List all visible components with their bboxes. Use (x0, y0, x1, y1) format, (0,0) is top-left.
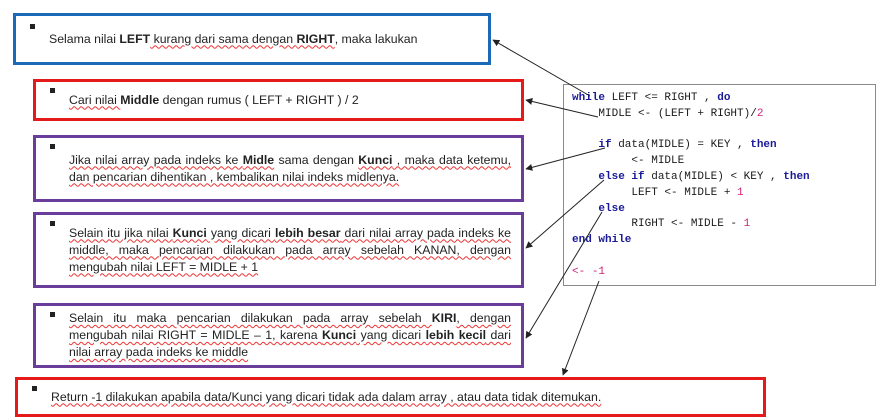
bullet-icon (30, 24, 35, 29)
step-box-middle: Cari nilai Middle dengan rumus ( LEFT + … (33, 79, 524, 121)
arrow-left (525, 211, 603, 339)
bullet-icon (50, 88, 55, 93)
code-line-5: else if data(MIDLE) < KEY , then (598, 170, 810, 183)
code-line-1: while LEFT <= RIGHT , do (572, 92, 731, 104)
code-line-9: end while (572, 234, 632, 247)
code-line-2: MIDLE <- (LEFT + RIGHT)/2 (572, 107, 764, 120)
arrow-right (525, 179, 605, 249)
step-text: Jika nilai array pada indeks ke Midle sa… (69, 152, 512, 184)
bullet-icon (50, 312, 55, 317)
code-line-8: RIGHT <- MIDLE - 1 (572, 218, 751, 231)
code-line-6: LEFT <- MIDLE + 1 (572, 186, 744, 199)
step-box-return: Return -1 dilakukan apabila data/Kunci y… (15, 377, 766, 417)
bullet-icon (32, 386, 37, 391)
step-box-found: Jika nilai array pada indeks ke Midle sa… (33, 135, 524, 202)
arrow-middle (525, 98, 599, 118)
step-box-while: Selama nilai LEFT kurang dari sama denga… (13, 13, 491, 65)
arrow-return (561, 280, 600, 376)
code-line-4: <- MIDLE (572, 155, 685, 168)
bullet-icon (50, 144, 55, 149)
code-line-10: <- -1 (572, 265, 606, 278)
step-box-left: Selain itu maka pencarian dilakukan pada… (33, 303, 524, 368)
step-box-right: Selain itu jika nilai Kunci yang dicari … (33, 212, 524, 288)
step-text: Selain itu maka pencarian dilakukan pada… (69, 311, 512, 359)
arrow-while (492, 39, 591, 97)
pseudocode-box: while LEFT <= RIGHT , do MIDLE <- (LEFT … (563, 84, 876, 286)
arrow-found (525, 147, 606, 171)
code-line-7: else (598, 202, 625, 215)
step-text: Selama nilai LEFT kurang dari sama denga… (49, 31, 418, 46)
step-text: Cari nilai Middle dengan rumus ( LEFT + … (69, 92, 359, 107)
step-text: Selain itu jika nilai Kunci yang dicari … (69, 225, 511, 274)
code-line-3: if data(MIDLE) = KEY , then (598, 139, 777, 152)
bullet-icon (50, 221, 55, 226)
step-text: Return -1 dilakukan apabila data/Kunci y… (51, 389, 602, 404)
